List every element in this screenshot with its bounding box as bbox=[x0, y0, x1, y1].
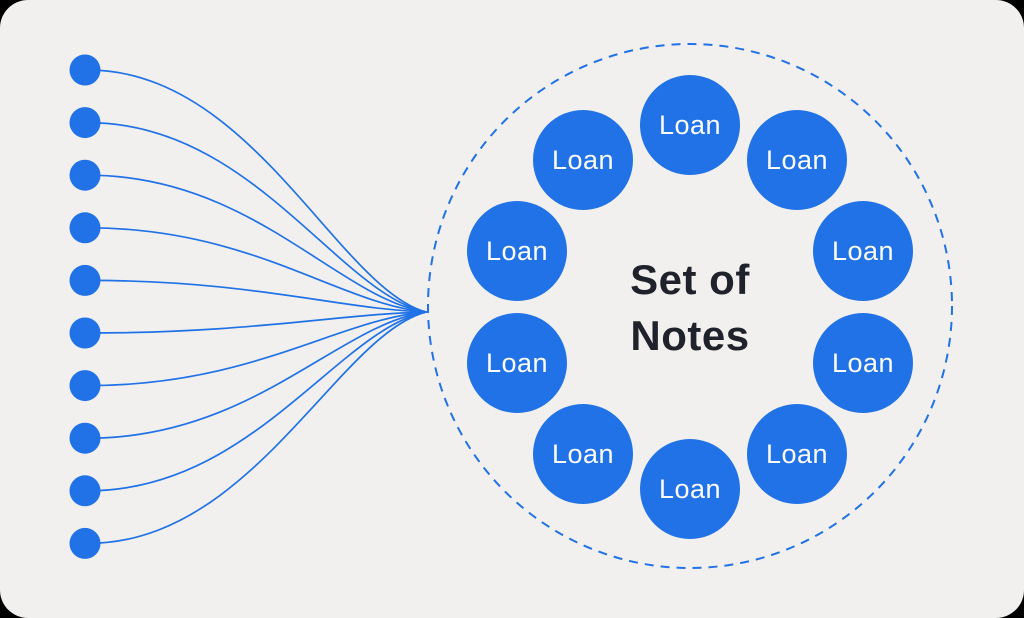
loan-origin-dot bbox=[69, 527, 101, 559]
loan-origin-dot bbox=[69, 54, 101, 86]
loan-connector-line bbox=[87, 279, 427, 313]
loan-connector-line bbox=[87, 311, 427, 440]
loan-label: Loan bbox=[765, 438, 829, 469]
loan-origin-dot bbox=[69, 422, 101, 454]
loan-connector-line bbox=[87, 69, 427, 313]
set-of-notes-label: Set of Notes bbox=[540, 252, 840, 364]
loan-circle: Loan bbox=[640, 439, 740, 539]
loan-connector-line bbox=[87, 311, 427, 387]
loan-connector-line bbox=[87, 174, 427, 313]
set-of-notes-line2: Notes bbox=[630, 312, 750, 359]
loan-label: Loan bbox=[765, 144, 829, 175]
loan-circle: Loan bbox=[813, 313, 913, 413]
loan-circle: Loan bbox=[467, 201, 567, 301]
loan-circle: Loan bbox=[533, 404, 633, 504]
loan-origin-dot bbox=[69, 159, 101, 191]
loan-label: Loan bbox=[831, 347, 895, 378]
loan-circle: Loan bbox=[747, 110, 847, 210]
loan-origin-dot bbox=[69, 107, 101, 139]
loan-origin-dot bbox=[69, 475, 101, 507]
loan-connector-line bbox=[87, 121, 427, 313]
loan-label: Loan bbox=[485, 347, 549, 378]
loan-origin-dot bbox=[69, 212, 101, 244]
loan-connector-line bbox=[87, 311, 427, 545]
loan-circle: Loan bbox=[813, 201, 913, 301]
loan-circle: Loan bbox=[467, 313, 567, 413]
loan-connector-line bbox=[87, 311, 427, 334]
set-of-notes-line1: Set of bbox=[630, 256, 750, 303]
loan-label: Loan bbox=[551, 438, 615, 469]
set-boundary-dashed-circle bbox=[427, 43, 953, 569]
loan-origin-dot bbox=[69, 370, 101, 402]
loan-circle: Loan bbox=[640, 75, 740, 175]
loan-circle: Loan bbox=[533, 110, 633, 210]
loan-label: Loan bbox=[658, 109, 722, 140]
loan-connector-line bbox=[87, 311, 427, 492]
loan-origin-dot bbox=[69, 264, 101, 296]
loan-circle: Loan bbox=[747, 404, 847, 504]
loan-label: Loan bbox=[658, 473, 722, 504]
loan-origin-dot bbox=[69, 317, 101, 349]
loan-connector-line bbox=[87, 226, 427, 313]
loan-label: Loan bbox=[485, 235, 549, 266]
loan-label: Loan bbox=[831, 235, 895, 266]
loan-label: Loan bbox=[551, 144, 615, 175]
